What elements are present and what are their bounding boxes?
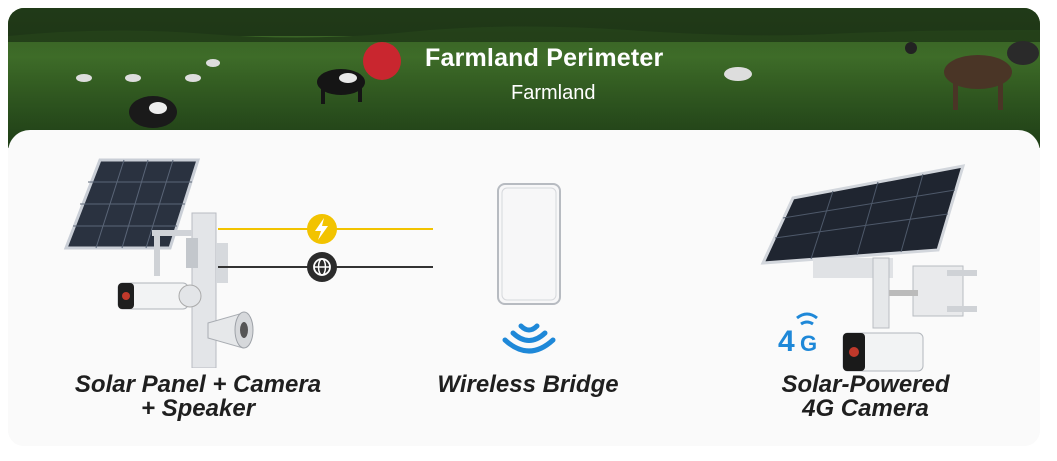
caption-line: Wireless Bridge xyxy=(437,371,619,398)
farmland-photo xyxy=(8,8,1040,148)
cow-silhouette xyxy=(317,69,365,104)
power-bolt-icon xyxy=(307,214,337,244)
bullet-camera-icon xyxy=(117,282,202,310)
page-title: Farmland Perimeter xyxy=(425,44,664,72)
wireless-signal-icon xyxy=(502,323,556,354)
location-dot-icon xyxy=(363,42,401,80)
farmland-banner: Farmland Perimeter Farmland xyxy=(8,8,1040,148)
cow-silhouette xyxy=(1007,41,1039,65)
caption-line: Solar-Powered xyxy=(781,371,950,398)
solar-panel-icon xyxy=(760,164,966,265)
connection-lines xyxy=(218,214,433,282)
solar-4g-camera-device: 4 G xyxy=(760,164,977,372)
4g-badge-icon: G xyxy=(800,331,817,356)
4g-camera-icon xyxy=(842,332,924,372)
wireless-bridge-device xyxy=(497,183,561,354)
horn-speaker-icon xyxy=(207,311,254,349)
caption-line: Solar Panel + Camera xyxy=(74,371,322,398)
solar-panel-icon xyxy=(63,158,201,250)
page-subtitle: Farmland xyxy=(511,82,596,104)
4g-badge-icon: 4 xyxy=(778,325,795,358)
caption-line: 4G Camera xyxy=(802,395,929,422)
device-caption-solar-4g-camera: Solar-Powered 4G Camera xyxy=(753,373,978,421)
caption-line: + Speaker xyxy=(140,395,256,422)
network-globe-icon xyxy=(307,252,337,282)
cow-silhouette xyxy=(129,96,177,128)
device-caption-solar-camera-speaker: Solar Panel + Camera + Speaker xyxy=(58,373,338,421)
device-caption-wireless-bridge: Wireless Bridge xyxy=(418,373,638,397)
cow-silhouette xyxy=(944,55,1012,110)
solar-camera-speaker-device xyxy=(63,158,254,368)
scenario-card: Farmland Perimeter Farmland xyxy=(8,8,1040,446)
